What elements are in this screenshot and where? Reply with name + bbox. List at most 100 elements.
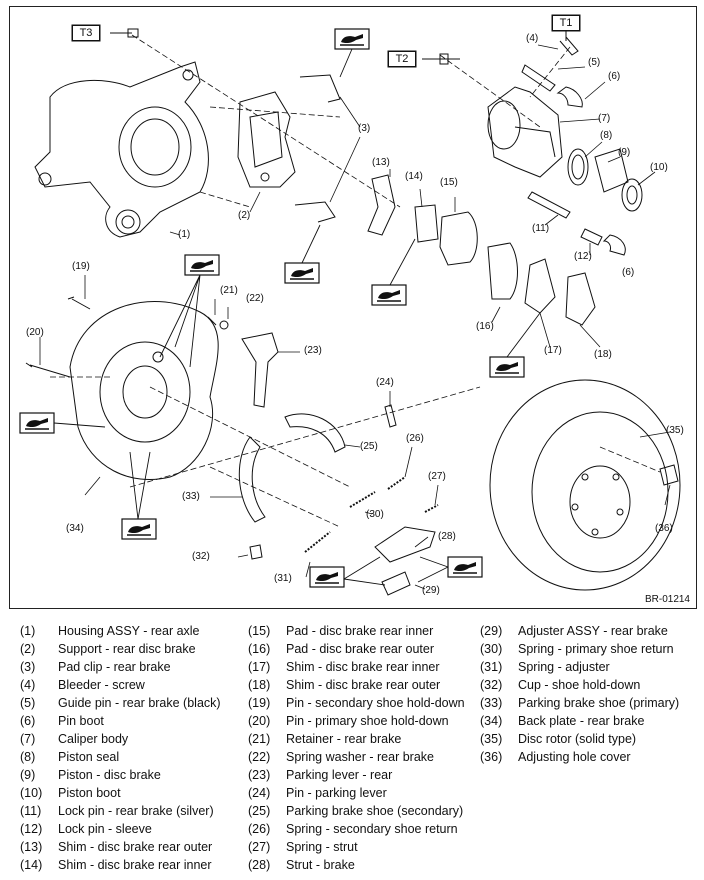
legend-item-number: (10) xyxy=(20,786,43,800)
legend-item-label: Pin - parking lever xyxy=(286,786,387,800)
legend-item-number: (7) xyxy=(20,732,36,746)
callout-33: (33) xyxy=(182,491,200,502)
legend-item-label: Pad clip - rear brake xyxy=(58,660,171,674)
callout-21: (21) xyxy=(220,285,238,296)
callout-11: (11) xyxy=(532,223,550,234)
figure-id: BR-01214 xyxy=(644,594,690,605)
callout-25: (25) xyxy=(360,441,378,452)
callout-9: (9) xyxy=(618,147,631,158)
legend-item-label: Bleeder - screw xyxy=(58,678,145,692)
legend-item-number: (16) xyxy=(248,642,271,656)
legend-item-label: Pin boot xyxy=(58,714,104,728)
callout-2: (2) xyxy=(238,210,251,221)
callout-26: (26) xyxy=(406,433,424,444)
legend-item: (12)Lock pin - sleeve xyxy=(20,820,221,838)
legend-item: (36)Adjusting hole cover xyxy=(480,748,679,766)
legend-item: (13)Shim - disc brake rear outer xyxy=(20,838,221,856)
legend-item: (33)Parking brake shoe (primary) xyxy=(480,694,679,712)
callout-32: (32) xyxy=(192,551,210,562)
legend-item-label: Cup - shoe hold-down xyxy=(518,678,641,692)
legend-item-label: Parking lever - rear xyxy=(286,768,393,782)
legend-item-number: (2) xyxy=(20,642,36,656)
legend-item-number: (8) xyxy=(20,750,36,764)
legend-item: (17)Shim - disc brake rear inner xyxy=(248,658,465,676)
grease-icon-1 xyxy=(334,28,370,50)
legend-item: (26)Spring - secondary shoe return xyxy=(248,820,465,838)
legend-item-label: Pin - secondary shoe hold-down xyxy=(286,696,465,710)
legend-item-label: Spring - adjuster xyxy=(518,660,610,674)
callout-1: (1) xyxy=(178,229,191,240)
legend-item-label: Shim - disc brake rear outer xyxy=(58,840,213,854)
legend-column-1: (1)Housing ASSY - rear axle (2) Support - … xyxy=(20,622,221,874)
legend-item-label: Pad - disc brake rear inner xyxy=(286,624,434,638)
legend-item: (22)Spring washer - rear brake xyxy=(248,748,465,766)
callout-22: (22) xyxy=(246,293,264,304)
legend-item: (8) Piston seal xyxy=(20,748,221,766)
legend-item-label: Piston seal xyxy=(58,750,120,764)
legend-item: (20)Pin - primary shoe hold-down xyxy=(248,712,465,730)
legend-item-label: Housing ASSY - rear axle xyxy=(58,624,200,638)
legend-column-2: (15) Pad - disc brake rear inner (16) Pad -… xyxy=(248,622,465,874)
legend-item-number: (15) xyxy=(248,624,271,638)
legend-item: (23) Parking lever - rear xyxy=(248,766,465,784)
legend-item: (27)Spring - strut xyxy=(248,838,465,856)
grease-icon-6 xyxy=(121,518,157,540)
legend-item: (2) Support - rear disc brake xyxy=(20,640,221,658)
legend-item-number: (21) xyxy=(248,732,271,746)
legend-item: (9)Piston - disc brake xyxy=(20,766,221,784)
callout-28: (28) xyxy=(438,531,456,542)
callout-35: (35) xyxy=(666,425,684,436)
legend-item: (25) Parking brake shoe (secondary) xyxy=(248,802,465,820)
legend-item-number: (31) xyxy=(480,660,503,674)
legend-item: (15) Pad - disc brake rear inner xyxy=(248,622,465,640)
callout-20: (20) xyxy=(26,327,44,338)
callout-12: (12) xyxy=(574,251,592,262)
callout-19: (19) xyxy=(72,261,90,272)
grease-icon-9 xyxy=(447,556,483,578)
legend-item-number: (36) xyxy=(480,750,503,764)
legend-item-label: Support - rear disc brake xyxy=(58,642,196,656)
legend-item-number: (18) xyxy=(248,678,271,692)
callout-24: (24) xyxy=(376,377,394,388)
caliper-body-drawing xyxy=(487,86,563,178)
legend-item-label: Piston boot xyxy=(58,786,121,800)
legend-item: (29)Adjuster ASSY - rear brake xyxy=(480,622,679,640)
legend-item: (5)Guide pin - rear brake (black) xyxy=(20,694,221,712)
callout-16: (16) xyxy=(476,321,494,332)
legend-item: (6)Pin boot xyxy=(20,712,221,730)
grease-icon-2 xyxy=(284,262,320,284)
legend-item-number: (27) xyxy=(248,840,271,854)
legend-item-label: Disc rotor (solid type) xyxy=(518,732,637,746)
legend-item-label: Pin - primary shoe hold-down xyxy=(286,714,449,728)
callout-17: (17) xyxy=(544,345,562,356)
legend-item-label: Shim - disc brake rear inner xyxy=(58,858,212,872)
pad-clip-upper xyxy=(299,74,341,103)
callout-7: (7) xyxy=(598,113,611,124)
legend-item-number: (14) xyxy=(20,858,43,872)
legend-item-label: Strut - brake xyxy=(286,858,355,872)
legend-item-number: (19) xyxy=(248,696,271,710)
callout-3: (3) xyxy=(358,123,371,134)
legend-item: (31) Spring - adjuster xyxy=(480,658,679,676)
legend-item-label: Parking brake shoe (secondary) xyxy=(286,804,464,818)
legend-item-number: (25) xyxy=(248,804,271,818)
callout-36: (36) xyxy=(655,523,673,534)
callout-5: (5) xyxy=(588,57,601,68)
callout-29: (29) xyxy=(422,585,440,596)
legend-item-label: Spring - primary shoe return xyxy=(518,642,674,656)
callout-23: (23) xyxy=(304,345,322,356)
legend-item-label: Piston - disc brake xyxy=(58,768,161,782)
legend-item-label: Parking brake shoe (primary) xyxy=(518,696,680,710)
legend-item-number: (24) xyxy=(248,786,271,800)
grease-icon-7 xyxy=(489,356,525,378)
legend-item: (14) Shim - disc brake rear inner xyxy=(20,856,221,874)
legend-item-label: Back plate - rear brake xyxy=(518,714,645,728)
legend-item: (1)Housing ASSY - rear axle xyxy=(20,622,221,640)
legend-item: (11)Lock pin - rear brake (silver) xyxy=(20,802,221,820)
pad-clip-lower xyxy=(294,201,336,223)
legend-item-number: (11) xyxy=(20,804,42,818)
legend-item-label: Shim - disc brake rear inner xyxy=(286,660,440,674)
legend-item-number: (23) xyxy=(248,768,271,782)
legend-item-label: Caliper body xyxy=(58,732,129,746)
callout-6b: (6) xyxy=(622,267,635,278)
